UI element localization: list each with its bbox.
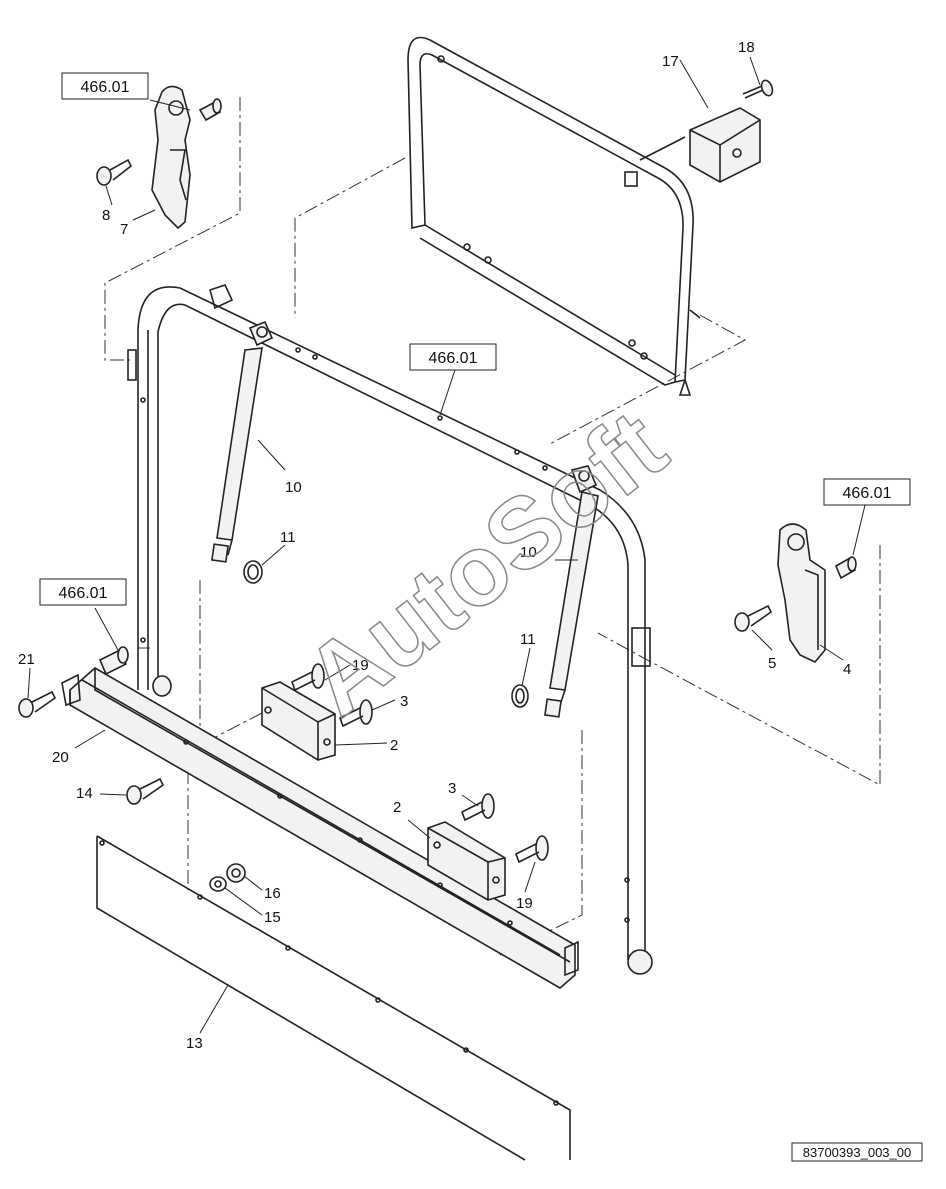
callout-8: 8 bbox=[102, 207, 110, 224]
callout-19-left: 19 bbox=[352, 657, 369, 674]
cross-beam-20-part bbox=[61, 667, 579, 989]
callout-2-right: 2 bbox=[393, 799, 401, 816]
flap-13-part bbox=[96, 835, 571, 1161]
pin-4-part bbox=[834, 556, 857, 580]
reference-box-label: 466.01 bbox=[81, 79, 130, 96]
ring-11-right-part bbox=[511, 684, 529, 708]
reference-box-left: 466.01 bbox=[39, 578, 127, 606]
callout-18: 18 bbox=[738, 39, 755, 56]
bolt-21-part bbox=[18, 690, 57, 718]
bolt-3-right-part bbox=[460, 793, 495, 822]
reference-box-top-left: 466.01 bbox=[61, 72, 149, 100]
bolt-3-left-part bbox=[338, 699, 373, 728]
washer-15-part bbox=[209, 876, 227, 892]
callout-10-right: 10 bbox=[520, 544, 537, 561]
ring-11-left-part bbox=[243, 560, 263, 584]
block-2-left-part bbox=[261, 681, 336, 761]
upper-frame-part bbox=[407, 36, 701, 396]
callout-3-left: 3 bbox=[400, 693, 408, 710]
callout-15: 15 bbox=[264, 909, 281, 926]
reference-box-right: 466.01 bbox=[823, 478, 911, 506]
callout-13: 13 bbox=[186, 1035, 203, 1052]
assembly-guide-lines bbox=[104, 97, 881, 956]
drawing-code-box: 83700393_003_00 bbox=[791, 1142, 923, 1162]
callout-7: 7 bbox=[120, 221, 128, 238]
bolt-18-part bbox=[742, 79, 774, 99]
gas-strut-right-part bbox=[544, 465, 599, 718]
reference-box-label: 466.01 bbox=[59, 585, 108, 602]
callout-21: 21 bbox=[18, 651, 35, 668]
callout-11-right: 11 bbox=[520, 631, 536, 648]
bolt-5-part bbox=[734, 604, 773, 632]
bolt-19-right-part bbox=[514, 835, 549, 864]
nut-16-part bbox=[226, 863, 246, 883]
callout-4: 4 bbox=[843, 661, 851, 678]
callout-14: 14 bbox=[76, 785, 93, 802]
watermark-text: AutoSoft bbox=[285, 389, 687, 737]
junction-box-part bbox=[639, 107, 761, 183]
leader-lines bbox=[27, 56, 866, 1034]
callout-19-right: 19 bbox=[516, 895, 533, 912]
callout-16: 16 bbox=[264, 885, 281, 902]
bolt-19-left-part bbox=[290, 663, 325, 692]
callout-17: 17 bbox=[662, 53, 679, 70]
pin-7-part bbox=[198, 98, 222, 122]
callout-20: 20 bbox=[52, 749, 69, 766]
callout-5: 5 bbox=[768, 655, 776, 672]
bracket-4-part bbox=[777, 523, 826, 663]
block-2-right-part bbox=[427, 821, 506, 901]
callout-labels: 18 17 8 7 10 11 10 11 21 20 19 3 2 14 3 … bbox=[18, 39, 851, 1052]
reference-box-label: 466.01 bbox=[843, 485, 892, 502]
drawing-code: 83700393_003_00 bbox=[803, 1145, 911, 1160]
callout-10-left: 10 bbox=[285, 479, 302, 496]
bracket-7-part bbox=[151, 85, 191, 230]
pin-21-assembly-part bbox=[98, 646, 129, 676]
callout-2-left: 2 bbox=[390, 737, 398, 754]
bolt-8-part bbox=[96, 158, 133, 186]
reference-box-center: 466.01 bbox=[409, 343, 497, 371]
bolt-14-part bbox=[126, 777, 165, 805]
callout-11-left: 11 bbox=[280, 529, 296, 546]
reference-box-label: 466.01 bbox=[429, 350, 478, 367]
callout-3-right: 3 bbox=[448, 780, 456, 797]
gas-strut-left-part bbox=[211, 320, 274, 563]
